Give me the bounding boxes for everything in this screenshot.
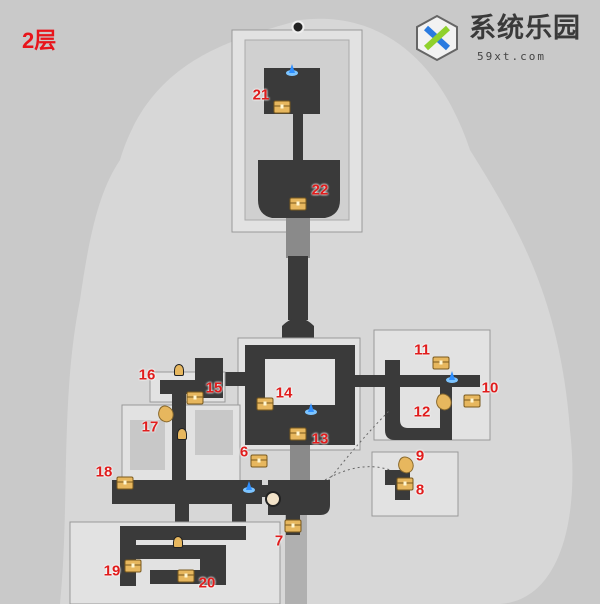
marker-label: 18 xyxy=(95,463,113,481)
watermark-logo: 系统乐园 59xt.com xyxy=(413,14,593,66)
marker-label: 8 xyxy=(415,481,425,499)
logo-x-icon xyxy=(416,14,458,62)
chest-icon[interactable] xyxy=(289,197,307,211)
teleport-icon[interactable] xyxy=(445,370,459,384)
chest-icon[interactable] xyxy=(284,519,302,533)
marker-label: 17 xyxy=(141,418,159,436)
chest-icon[interactable] xyxy=(432,356,450,370)
player-icon xyxy=(265,491,281,507)
chest-icon[interactable] xyxy=(116,476,134,490)
marker-label: 12 xyxy=(413,403,431,421)
marker-label: 9 xyxy=(415,447,425,465)
bell-icon[interactable] xyxy=(174,364,184,376)
east-wing xyxy=(324,329,491,517)
chest-icon[interactable] xyxy=(124,559,142,573)
bell-icon[interactable] xyxy=(173,536,183,548)
west-wing xyxy=(69,358,281,604)
marker-label: 14 xyxy=(275,384,293,402)
watermark-name: 系统乐园 xyxy=(469,13,581,43)
exit-door-icon[interactable] xyxy=(291,20,305,34)
north-hall xyxy=(231,29,363,340)
marker-label: 6 xyxy=(239,443,249,461)
marker-label: 15 xyxy=(205,379,223,397)
south-hall xyxy=(232,445,330,604)
marker-label: 21 xyxy=(252,86,270,104)
chest-icon[interactable] xyxy=(289,427,307,441)
marker-label: 16 xyxy=(138,366,156,384)
chest-icon[interactable] xyxy=(396,477,414,491)
marker-label: 13 xyxy=(311,430,329,448)
chest-icon[interactable] xyxy=(177,569,195,583)
chest-icon[interactable] xyxy=(250,454,268,468)
chest-icon[interactable] xyxy=(256,397,274,411)
marker-label: 19 xyxy=(103,562,121,580)
bell-icon[interactable] xyxy=(177,428,187,440)
marker-label: 7 xyxy=(274,532,284,550)
marker-label: 11 xyxy=(414,341,430,359)
teleport-icon[interactable] xyxy=(242,480,256,494)
central-hall xyxy=(222,337,361,451)
floor-title: 2层 xyxy=(22,28,57,53)
chest-icon[interactable] xyxy=(463,394,481,408)
chest-icon[interactable] xyxy=(273,100,291,114)
marker-label: 20 xyxy=(198,574,216,592)
marker-label: 22 xyxy=(311,181,329,199)
teleport-icon[interactable] xyxy=(304,402,318,416)
marker-label: 10 xyxy=(481,379,499,397)
teleport-icon[interactable] xyxy=(285,63,299,77)
chest-icon[interactable] xyxy=(186,391,204,405)
watermark-site: 59xt.com xyxy=(477,50,546,63)
